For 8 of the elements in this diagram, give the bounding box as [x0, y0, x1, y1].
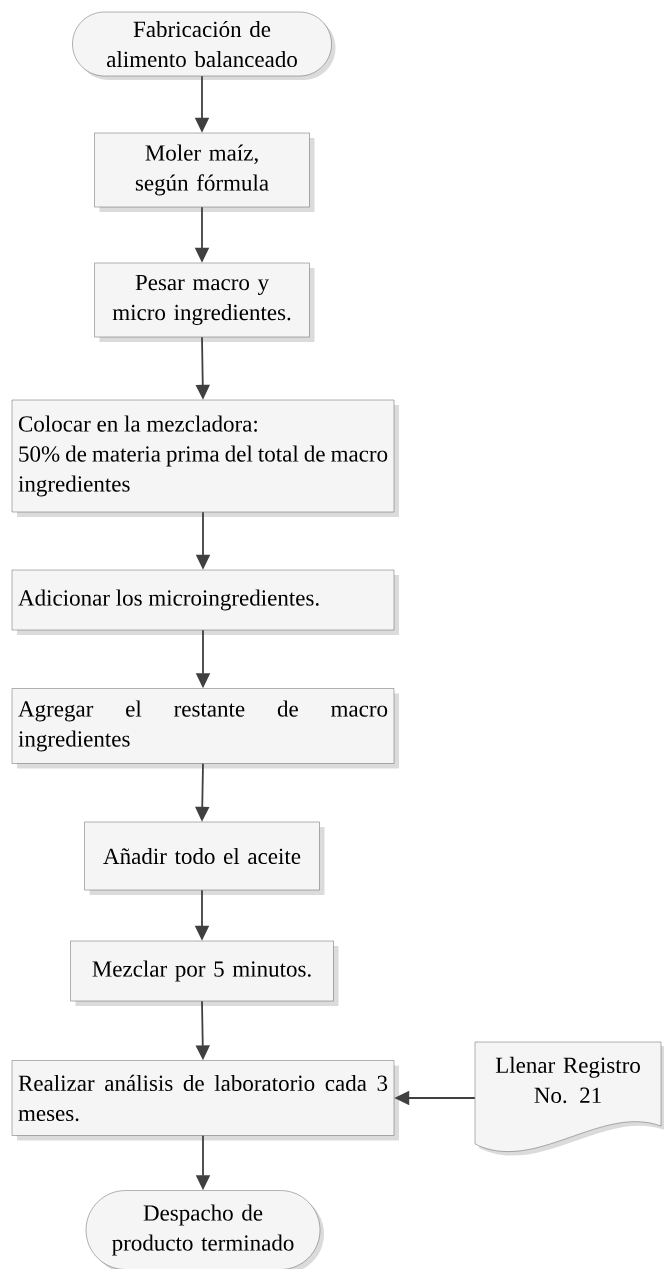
process-box: Pesar macro y micro ingredientes.: [94, 262, 315, 342]
process-box: Añadir todo el aceite: [84, 821, 325, 895]
process-box: Realizar análisis de laboratorio cada 3 meses.: [11, 1060, 399, 1141]
process-box: Mezclar por 5 minutos.: [70, 940, 339, 1006]
process-box: Colocar en la mezcladora: 50% de materia prima del total de macro ingredientes: [11, 399, 399, 517]
process-box: Moler maíz, según fórmula: [94, 132, 315, 212]
process-box: Agregar el restante de macro ingredientes: [11, 688, 399, 769]
process-box: Adicionar los microingredientes.: [11, 569, 399, 635]
